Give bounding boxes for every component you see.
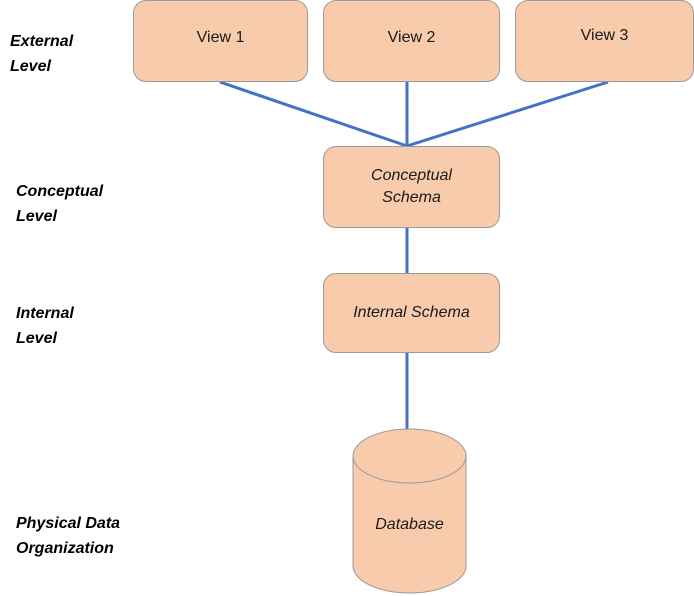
physical-level-line2: Organization bbox=[16, 540, 114, 557]
view-3-box[interactable]: View 3 bbox=[515, 0, 694, 82]
external-level-line1: External bbox=[10, 33, 74, 50]
internal-schema-label: Internal Schema bbox=[353, 304, 470, 321]
connector-view3-to-conceptual bbox=[406, 80, 609, 148]
physical-level-label: Physical Data Organization bbox=[16, 511, 120, 561]
database-cylinder-icon[interactable] bbox=[352, 428, 467, 594]
internal-level-line1: Internal bbox=[16, 305, 74, 322]
view-2-box[interactable]: View 2 bbox=[323, 0, 500, 82]
view-1-label: View 1 bbox=[196, 29, 245, 46]
external-level-label: External Level bbox=[10, 29, 73, 79]
physical-level-line1: Physical Data bbox=[16, 515, 121, 532]
external-level-line2: Level bbox=[10, 58, 51, 75]
conceptual-schema-line1: Conceptual bbox=[371, 167, 452, 184]
view-3-label: View 3 bbox=[580, 27, 629, 44]
view-2-label: View 2 bbox=[387, 29, 436, 46]
database-label: Database bbox=[375, 516, 444, 533]
internal-level-line2: Level bbox=[16, 330, 57, 347]
view-1-box[interactable]: View 1 bbox=[133, 0, 308, 82]
conceptual-level-line1: Conceptual bbox=[16, 183, 104, 200]
conceptual-schema-line2: Schema bbox=[382, 189, 441, 206]
conceptual-level-label: Conceptual Level bbox=[16, 179, 103, 229]
internal-level-label: Internal Level bbox=[16, 301, 74, 351]
connector-view1-to-conceptual bbox=[219, 80, 408, 148]
internal-schema-box[interactable]: Internal Schema bbox=[323, 273, 500, 353]
conceptual-level-line2: Level bbox=[16, 208, 57, 225]
conceptual-schema-box[interactable]: Conceptual Schema bbox=[323, 146, 500, 228]
